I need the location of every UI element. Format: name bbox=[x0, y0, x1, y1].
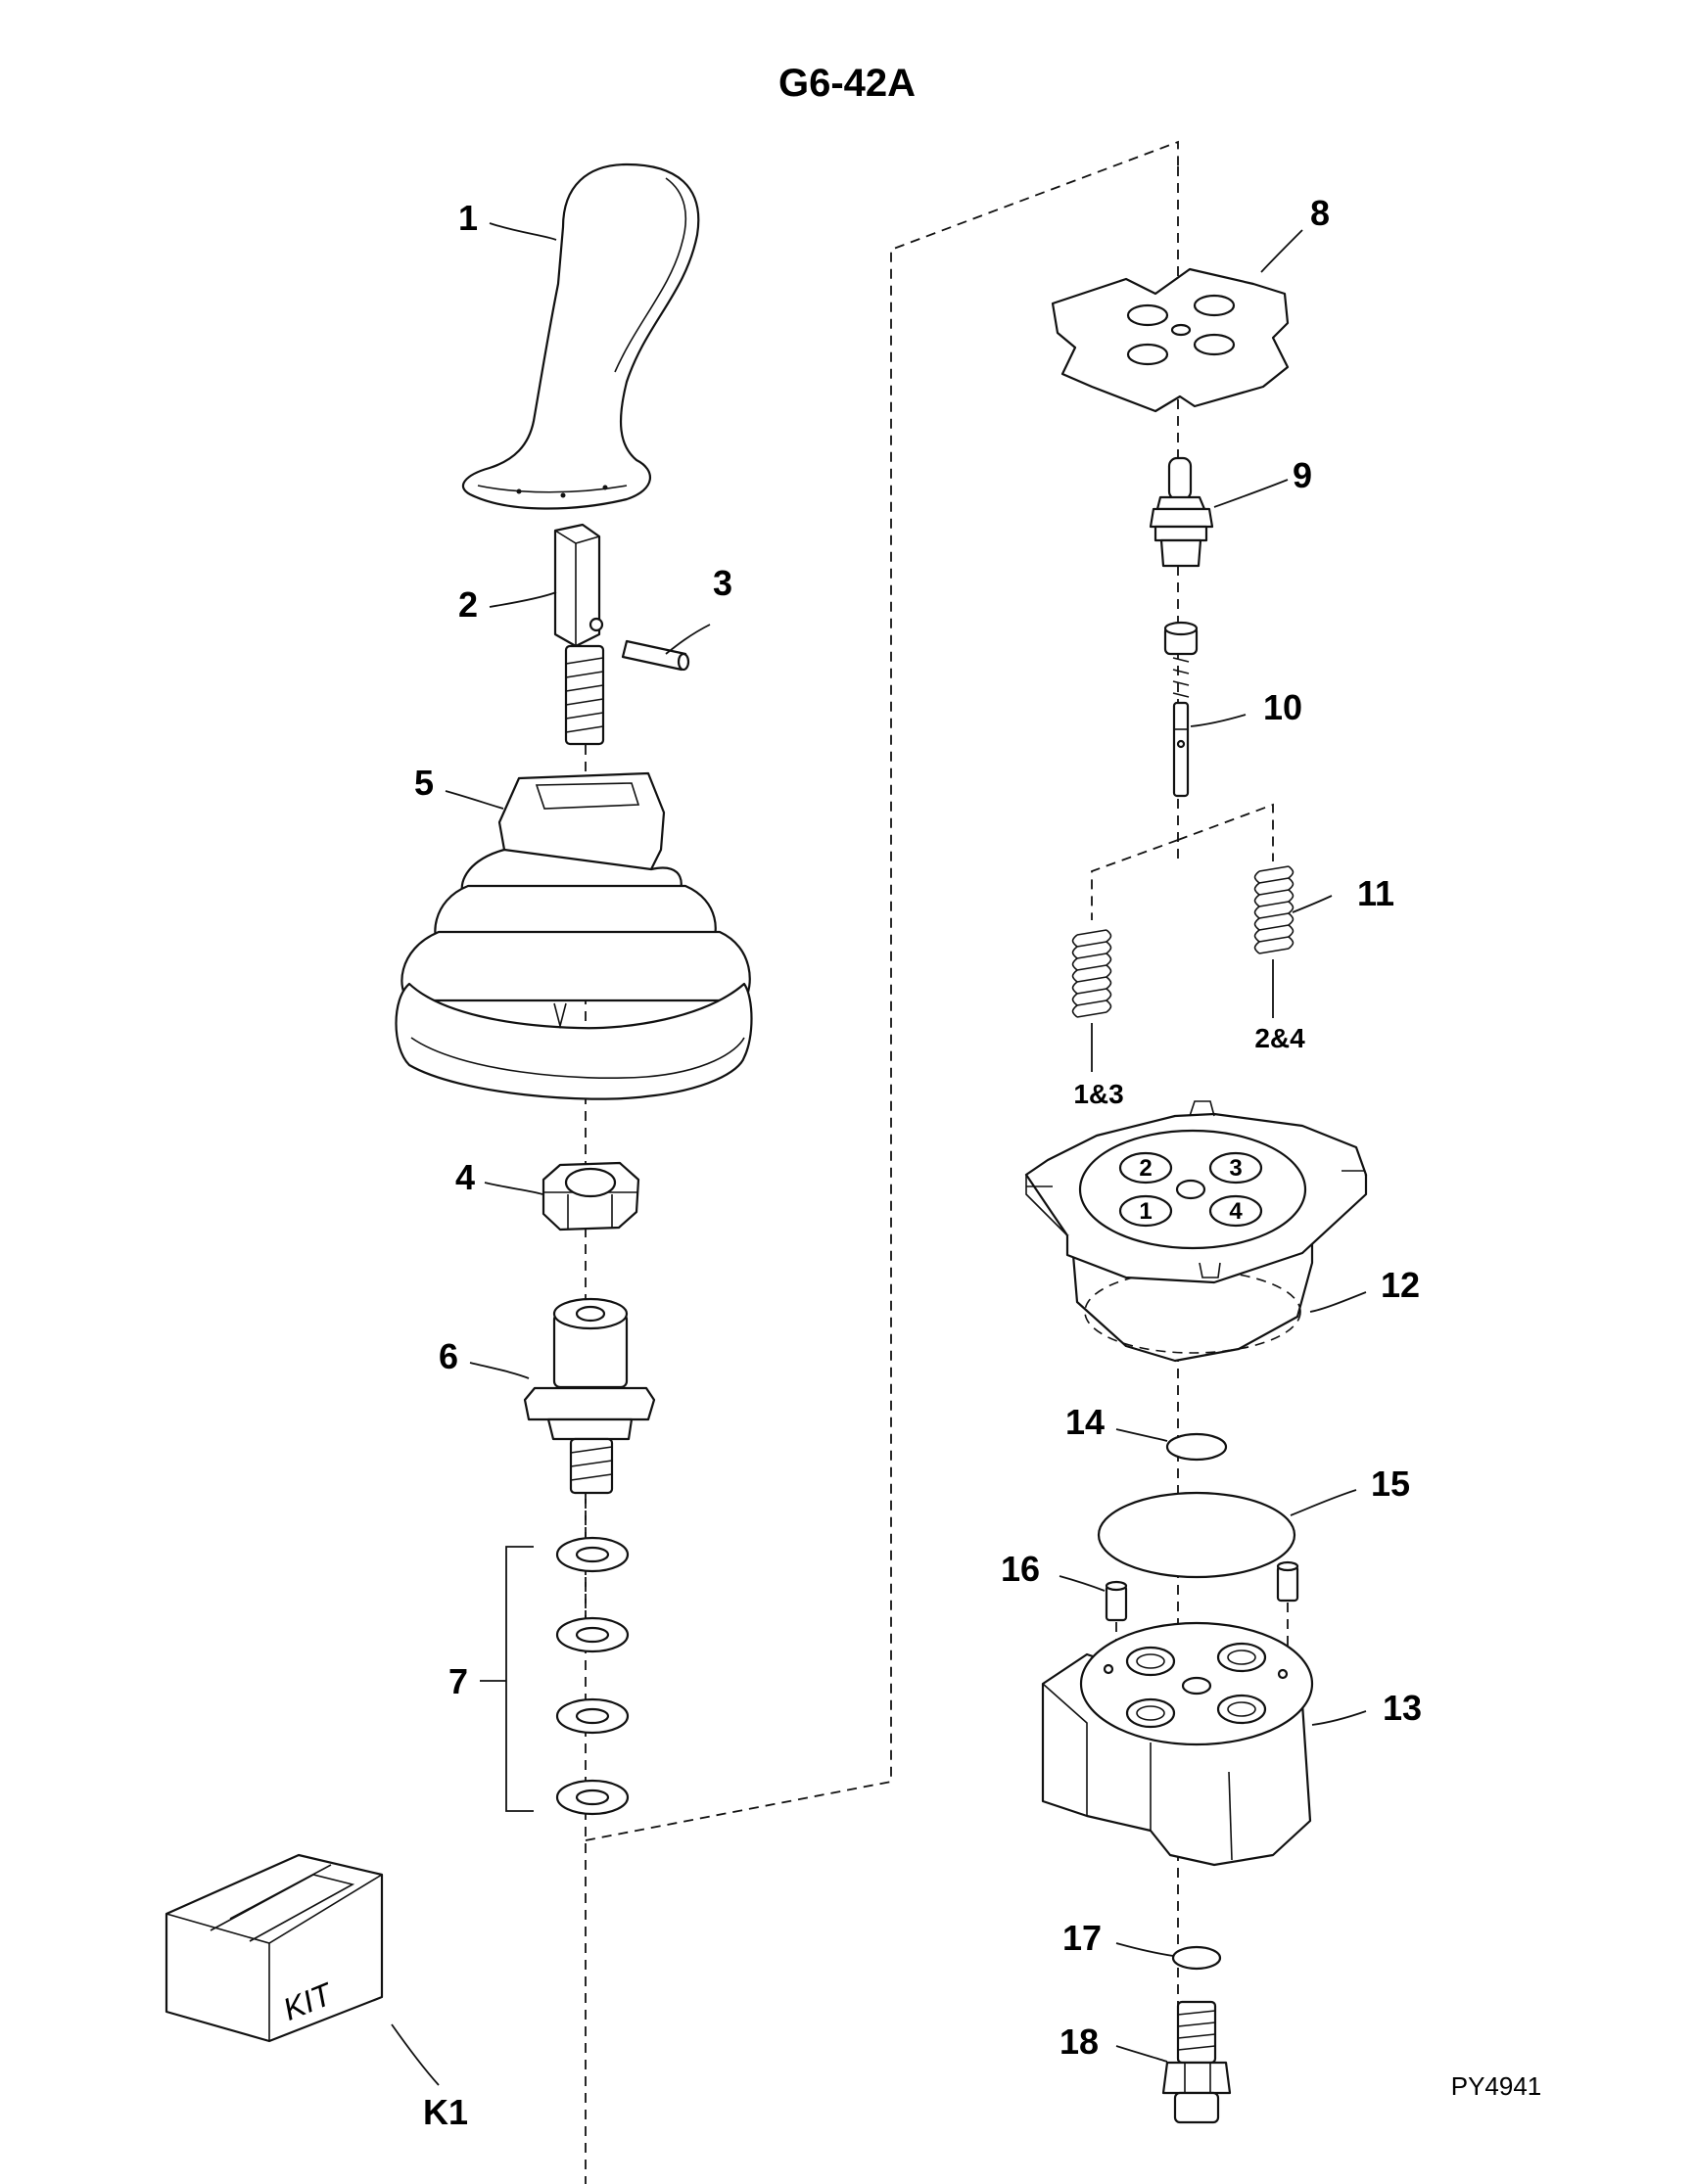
port-number: 1 bbox=[1139, 1198, 1152, 1225]
spring-right bbox=[1253, 865, 1295, 1018]
callout-12: 12 bbox=[1381, 1265, 1420, 1305]
rubber-boot bbox=[395, 771, 753, 1100]
callout-2: 2 bbox=[458, 584, 478, 625]
spring-left bbox=[1071, 929, 1112, 1072]
retainer-plate bbox=[1051, 267, 1290, 413]
callout-18: 18 bbox=[1059, 2021, 1099, 2062]
callout-14: 14 bbox=[1065, 1402, 1105, 1442]
callout-10: 10 bbox=[1263, 687, 1302, 727]
roll-pin bbox=[621, 639, 690, 672]
plunger-assembly bbox=[1163, 621, 1199, 798]
port-number: 2 bbox=[1139, 1155, 1152, 1182]
callout-11: 11 bbox=[1357, 873, 1394, 913]
drawing-reference: PY4941 bbox=[1451, 2071, 1542, 2101]
callout-8: 8 bbox=[1310, 193, 1330, 233]
upper-housing: 2 3 1 4 bbox=[1024, 1100, 1368, 1363]
dowel-pin-left bbox=[1105, 1580, 1128, 1622]
port-number: 3 bbox=[1229, 1155, 1242, 1182]
plunger-guide bbox=[1149, 456, 1214, 568]
hose-fitting bbox=[1161, 2000, 1232, 2124]
washer-stack bbox=[480, 1536, 630, 1816]
callout-5: 5 bbox=[414, 763, 434, 803]
diagram-title: G6-42A bbox=[778, 62, 916, 105]
o-ring-lower bbox=[1171, 1945, 1222, 1971]
callout-k1: K1 bbox=[423, 2092, 468, 2132]
lever-shaft bbox=[553, 523, 605, 746]
callout-9: 9 bbox=[1293, 455, 1312, 495]
port-number: 4 bbox=[1229, 1198, 1243, 1225]
callout-7: 7 bbox=[448, 1661, 468, 1701]
callout-13: 13 bbox=[1383, 1688, 1422, 1728]
gasket bbox=[1097, 1491, 1296, 1579]
callout-3: 3 bbox=[713, 563, 732, 603]
callout-4: 4 bbox=[455, 1157, 475, 1197]
callout-1: 1 bbox=[458, 198, 478, 238]
leader-lines bbox=[391, 222, 1367, 2086]
spring-position-label: 1&3 bbox=[1073, 1079, 1123, 1109]
spring-position-label: 2&4 bbox=[1254, 1023, 1305, 1053]
handle-grip bbox=[462, 163, 700, 510]
o-ring-small bbox=[1165, 1432, 1228, 1462]
callout-17: 17 bbox=[1062, 1918, 1102, 1958]
callout-6: 6 bbox=[439, 1336, 458, 1376]
dowel-pin-right bbox=[1276, 1560, 1299, 1603]
callout-15: 15 bbox=[1371, 1464, 1410, 1504]
hex-nut bbox=[541, 1161, 640, 1231]
callout-16: 16 bbox=[1001, 1549, 1040, 1589]
pivot-stud bbox=[523, 1297, 656, 1495]
lower-body bbox=[1041, 1621, 1314, 1867]
kit-box: KIT bbox=[165, 1853, 384, 2043]
